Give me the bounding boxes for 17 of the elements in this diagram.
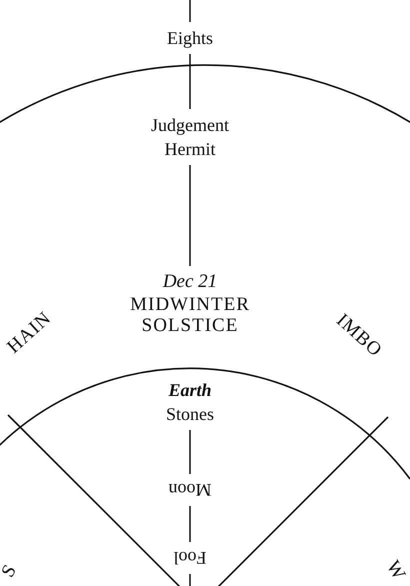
date-label: Dec 21	[162, 270, 218, 294]
card-label: Eights	[167, 27, 213, 50]
card-label: Fool	[174, 547, 206, 570]
element-label: Stones	[166, 403, 214, 426]
connector-line	[189, 430, 191, 474]
connector-line	[189, 506, 191, 542]
festival-label: MIDWINTER SOLSTICE	[129, 294, 251, 336]
card-label: Hermit	[164, 138, 216, 161]
festival-label: W	[381, 557, 410, 585]
festival-label: S	[0, 560, 22, 582]
connector-line	[189, 54, 191, 109]
card-label: Moon	[168, 479, 212, 502]
card-label: Judgement	[151, 114, 229, 137]
connector-line	[189, 574, 191, 586]
connector-line	[189, 165, 191, 266]
connector-line	[189, 0, 191, 22]
element-label: Earth	[167, 379, 212, 402]
